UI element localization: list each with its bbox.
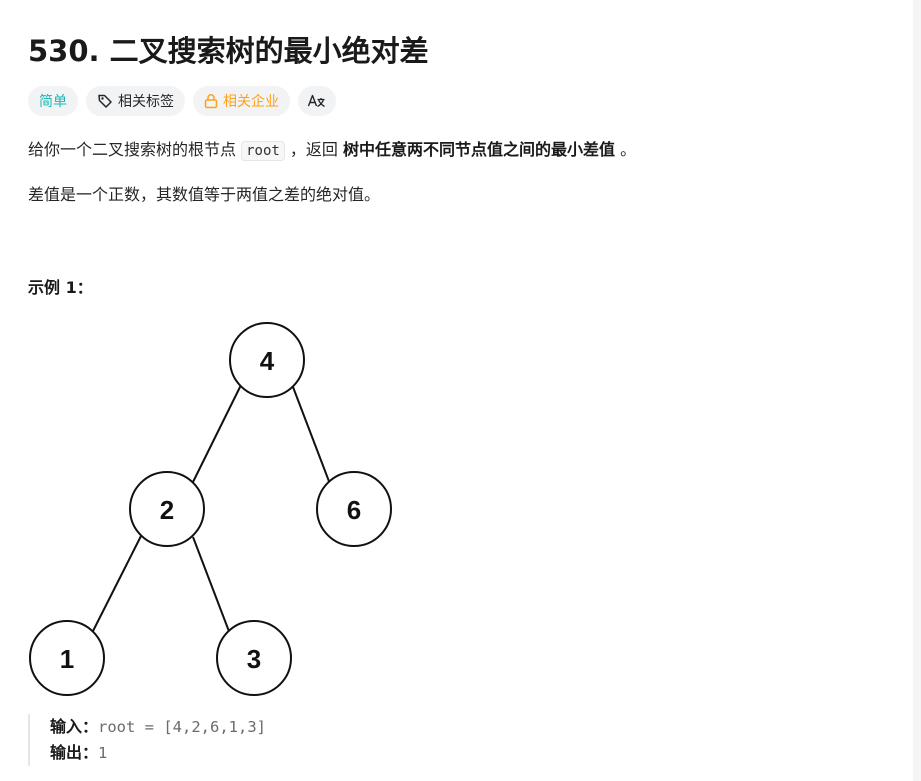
example-1-title: 示例 1： (28, 278, 93, 297)
input-value: root = [4,2,6,1,3] (98, 718, 266, 736)
related-companies-button[interactable]: 相关企业 (193, 86, 290, 116)
output-label: 输出： (50, 743, 99, 762)
inline-code-root: root (241, 141, 285, 161)
description-bold-text: 树中任意两不同节点值之间的最小差值 (343, 140, 616, 159)
problem-tags: 简单 相关标签 相关企业 (28, 86, 336, 116)
tree-node-2 (129, 471, 205, 547)
example-tree-diagram: 4 2 6 1 3 (29, 322, 392, 696)
output-value: 1 (98, 744, 108, 762)
description-paragraph-2: 差值是一个正数，其数值等于两值之差的绝对值。 (28, 185, 381, 204)
tree-node-label: 2 (160, 495, 174, 525)
tree-node-label: 3 (247, 644, 261, 674)
lock-icon (204, 93, 218, 109)
tree-node-label: 6 (347, 495, 361, 525)
related-topics-button[interactable]: 相关标签 (86, 86, 185, 116)
example-output-line: 输出：1 (50, 740, 266, 766)
difficulty-label: 简单 (39, 94, 67, 110)
example-input-line: 输入：root = [4,2,6,1,3] (50, 714, 266, 740)
tree-edge (192, 536, 231, 635)
description-text: 。 (615, 140, 637, 159)
tree-node-1 (29, 620, 105, 696)
example-1-io-block: 输入：root = [4,2,6,1,3] 输出：1 (28, 714, 266, 766)
scrollbar-track[interactable] (913, 0, 921, 781)
tree-edge (292, 386, 331, 485)
description-paragraph-1: 给你一个二叉搜索树的根节点 root ，返回 树中任意两不同节点值之间的最小差值… (28, 136, 636, 165)
tree-node-3 (216, 620, 292, 696)
tag-icon (97, 93, 113, 109)
tree-node-6 (316, 471, 392, 547)
related-topics-label: 相关标签 (118, 94, 174, 110)
tree-node-4 (229, 322, 305, 398)
translate-icon (307, 93, 327, 109)
tree-node-label: 1 (60, 644, 74, 674)
input-label: 输入： (50, 717, 99, 736)
description-text: 给你一个二叉搜索树的根节点 (28, 140, 242, 159)
tree-node-label: 4 (260, 346, 275, 376)
tree-edge (91, 535, 142, 634)
tree-edge (192, 384, 242, 483)
translate-button[interactable] (298, 86, 336, 116)
difficulty-badge[interactable]: 简单 (28, 86, 78, 116)
description-text: ，返回 (284, 140, 343, 159)
problem-title: 530. 二叉搜索树的最小绝对差 (28, 34, 429, 68)
related-companies-label: 相关企业 (223, 94, 279, 110)
